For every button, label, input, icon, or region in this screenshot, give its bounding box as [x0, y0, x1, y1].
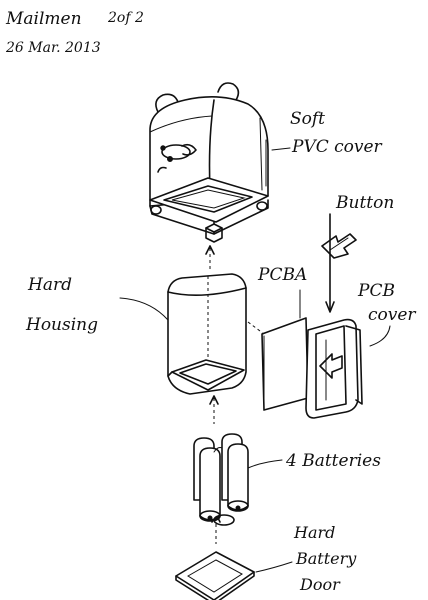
project-title: Mailmen	[5, 9, 82, 29]
label-soft-cover-line2: PVC cover	[291, 137, 383, 157]
assembly-arrows	[205, 245, 221, 544]
leader-batteries	[247, 459, 283, 469]
hard-housing	[167, 273, 247, 395]
batteries	[193, 433, 249, 526]
page-number: 2of 2	[107, 10, 144, 26]
leader-pcb-cover	[369, 325, 391, 347]
leader-soft-cover	[271, 147, 291, 151]
label-batteries: 4 Batteries	[285, 451, 381, 471]
label-soft-cover-line1: Soft	[290, 109, 325, 129]
label-pcba: PCBA	[257, 265, 307, 285]
leader-housing-to-pcba	[247, 321, 265, 335]
label-pcb-cover-line2: cover	[368, 305, 416, 325]
label-battery-door-line1: Hard	[293, 523, 335, 542]
label-hard-housing-line1: Hard	[27, 275, 72, 295]
pcb-cover	[305, 318, 363, 419]
sketch-date: 26 Mar. 2013	[5, 40, 101, 56]
label-pcb-cover-line1: PCB	[357, 281, 395, 301]
label-battery-door-line2: Battery	[295, 549, 357, 568]
leader-battery-door	[255, 561, 293, 573]
soft-pvc-cover	[149, 82, 269, 243]
pcba-board	[261, 317, 309, 411]
button-part	[321, 233, 357, 259]
label-battery-door-line3: Door	[299, 575, 341, 594]
leader-hard-housing	[119, 297, 169, 321]
label-hard-housing-line2: Housing	[25, 315, 98, 335]
hard-battery-door	[175, 551, 255, 600]
label-button: Button	[335, 193, 394, 213]
